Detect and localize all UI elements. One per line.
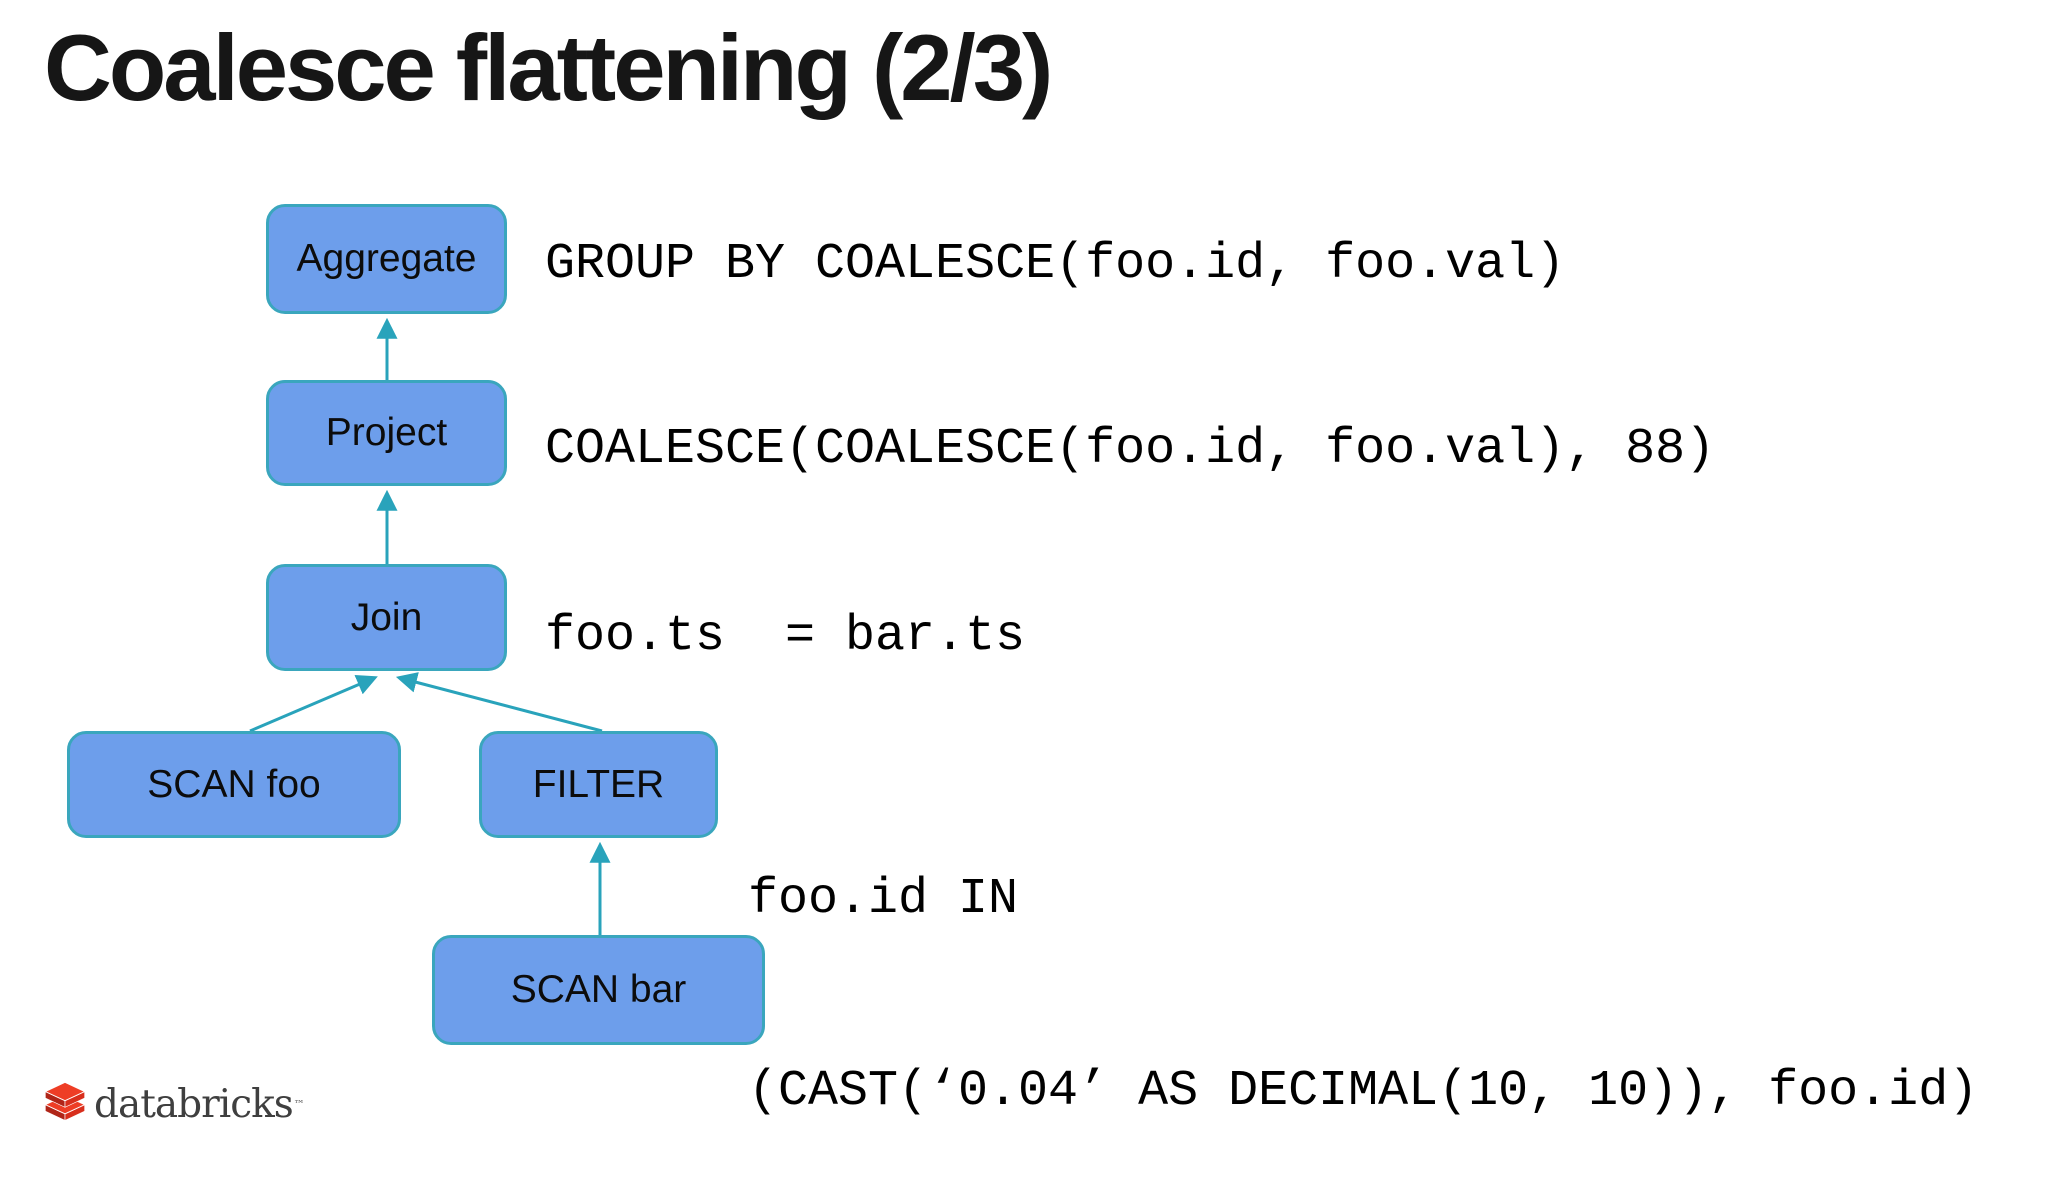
arrow-scan-foo-to-join [249,674,378,733]
node-filter: FILTER [479,731,718,838]
node-scan-foo-label: SCAN foo [147,762,321,806]
node-filter-label: FILTER [532,762,665,806]
node-project: Project [266,380,507,486]
databricks-wordmark: databricks [94,1081,294,1127]
node-aggregate: Aggregate [266,204,507,314]
annotation-filter-line2: (CAST(‘0.04’ AS DECIMAL(10, 10)), foo.id… [748,1063,1979,1120]
node-join-label: Join [350,595,423,639]
annotation-filter: foo.id IN (CAST(‘0.04’ AS DECIMAL(10, 10… [748,740,1978,1188]
databricks-bricks-icon [44,1081,86,1121]
arrow-filter-to-join [395,672,603,733]
annotation-aggregate: GROUP BY COALESCE(foo.id, foo.val) [545,236,1566,293]
node-scan-bar: SCAN bar [432,935,765,1045]
slide: { "title": "Coalesce flattening (2/3)", … [44,15,1979,1130]
annotation-project: COALESCE(COALESCE(foo.id, foo.val), 88) [545,421,1716,478]
annotation-join: foo.ts = bar.ts [545,608,1026,665]
page-title: Coalesce flattening (2/3) [44,15,1053,120]
node-project-label: Project [325,411,448,454]
trademark-mark: ™ [293,1097,305,1111]
annotation-filter-line1: foo.id IN [748,871,1019,928]
node-aggregate-label: Aggregate [296,237,477,280]
node-join: Join [266,564,507,671]
databricks-logo: databricks ™ [44,1078,305,1130]
node-scan-foo: SCAN foo [67,731,401,838]
node-scan-bar-label: SCAN bar [510,968,687,1011]
